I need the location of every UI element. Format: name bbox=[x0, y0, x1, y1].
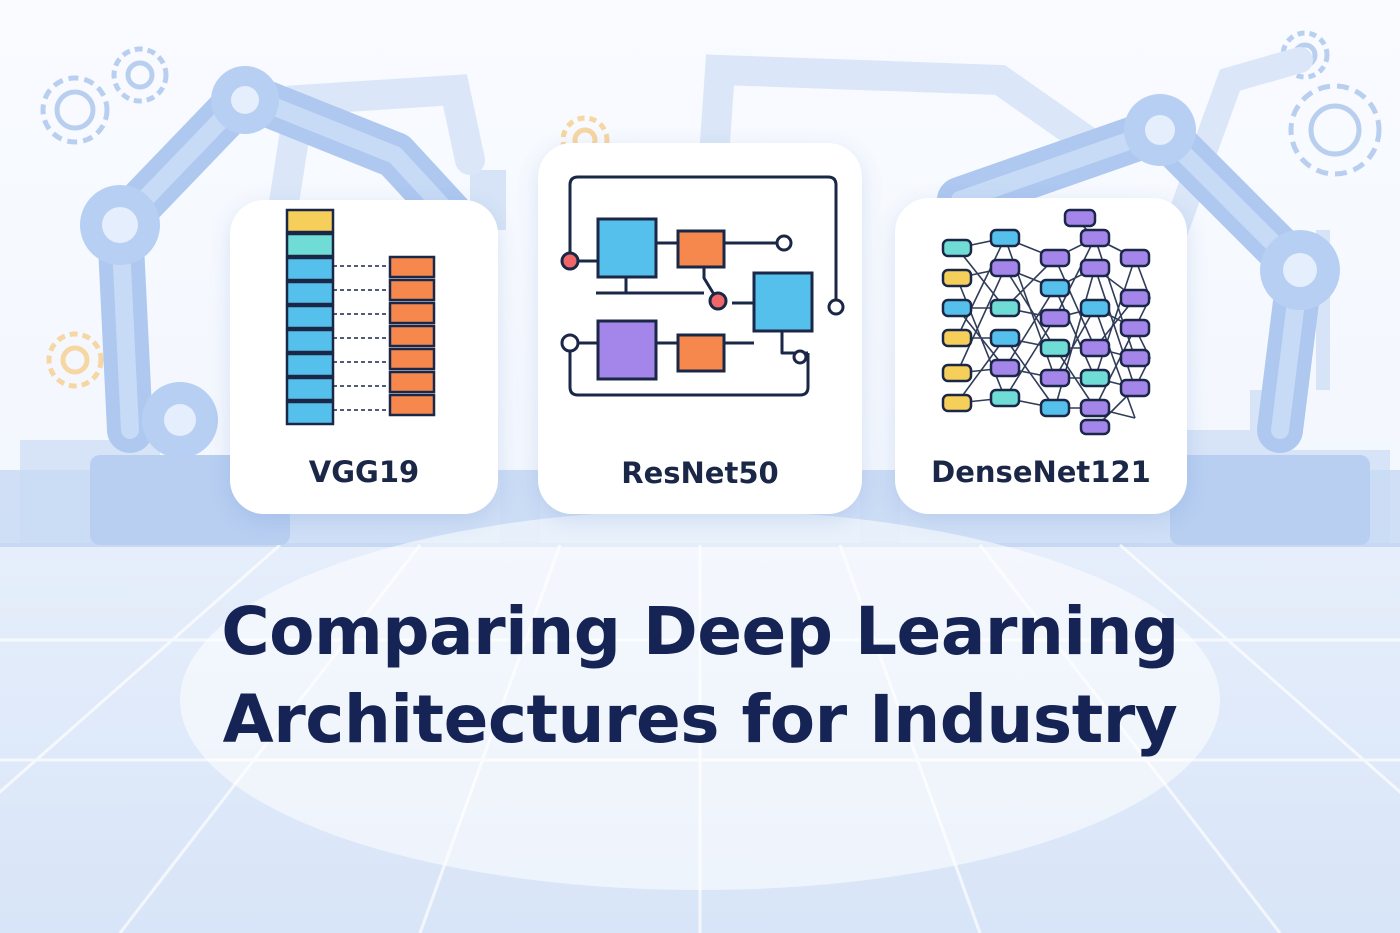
card-densenet121[interactable]: DenseNet121 bbox=[895, 198, 1187, 514]
page-title: Comparing Deep Learning Architectures fo… bbox=[0, 588, 1400, 764]
title-line-2: Architectures for Industry bbox=[222, 681, 1178, 758]
dense-connections-icon bbox=[941, 208, 1151, 436]
card-vgg19[interactable]: VGG19 bbox=[230, 200, 498, 514]
residual-blocks-icon bbox=[560, 175, 845, 397]
card-resnet50[interactable]: ResNet50 bbox=[538, 143, 862, 514]
card-label-densenet121: DenseNet121 bbox=[931, 455, 1151, 489]
stacked-layers-icon bbox=[285, 208, 436, 426]
card-label-resnet50: ResNet50 bbox=[621, 456, 779, 490]
card-label-vgg19: VGG19 bbox=[308, 455, 420, 489]
title-line-1: Comparing Deep Learning bbox=[221, 593, 1179, 670]
robot-arm-right bbox=[937, 94, 1370, 545]
gear-icon bbox=[40, 30, 1382, 177]
